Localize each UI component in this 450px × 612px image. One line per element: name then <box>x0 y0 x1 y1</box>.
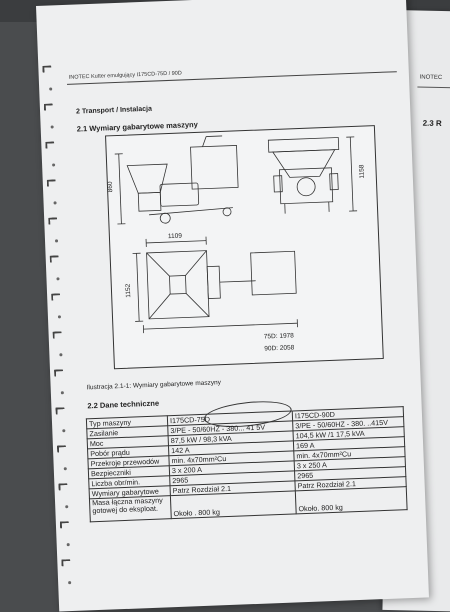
dim-line-1109 <box>146 241 206 243</box>
side-bowl <box>138 192 161 211</box>
top-hopper <box>147 251 209 319</box>
front-side <box>274 176 283 192</box>
binding-hole <box>54 369 63 376</box>
binding-dot <box>58 315 61 318</box>
binding-dot <box>55 239 58 242</box>
binding-dot <box>56 277 59 280</box>
spiral-binding <box>38 65 77 605</box>
side-cabinet <box>191 145 239 189</box>
binding-hole <box>61 559 70 566</box>
binding-hole <box>48 217 57 224</box>
top-hopper-edge <box>186 293 209 318</box>
subsection-title: 2.1 Wymiary gabarytowe maszyny <box>77 120 198 134</box>
top-shaft <box>220 281 256 282</box>
front-hopper <box>273 150 336 178</box>
top-coupling <box>207 266 220 298</box>
side-handle <box>202 137 206 147</box>
top-hopper-edge <box>148 294 171 319</box>
side-frame <box>149 208 233 215</box>
dim-label-1152: 1152 <box>125 283 133 298</box>
binding-dot <box>67 543 70 546</box>
binding-hole <box>50 255 59 262</box>
cell-90d: Około. 800 kg <box>295 487 407 514</box>
manual-page: INOTEC Kutter emulgujący I175CD-75D / 90… <box>36 0 429 612</box>
binding-hole <box>58 483 67 490</box>
top-cabinet <box>251 251 297 295</box>
binding-hole <box>45 141 54 148</box>
front-body <box>279 168 332 204</box>
section-title: 2 Transport / Instalacja <box>76 106 152 116</box>
side-hopper <box>127 164 168 194</box>
tech-data-title: 2.2 Dane techniczne <box>87 399 159 411</box>
binding-hole <box>60 521 69 528</box>
binding-dot <box>52 163 55 166</box>
side-wheel <box>160 213 170 223</box>
front-bowl <box>297 177 316 196</box>
next-page-section-title: 2.3 R <box>423 119 442 128</box>
dim-label-1158: 1158 <box>358 164 366 179</box>
binding-hole <box>51 293 60 300</box>
dim-line-length <box>143 323 297 329</box>
binding-hole <box>42 65 51 72</box>
binding-dot <box>54 201 57 204</box>
dim-label-90d: 90D: 2058 <box>264 344 295 352</box>
front-side <box>330 174 339 190</box>
next-page-header-rule <box>417 86 450 88</box>
side-wheel <box>223 208 231 216</box>
dim-line-1158 <box>350 137 353 211</box>
dim-line-860 <box>119 154 122 224</box>
top-hopper-edge <box>185 251 208 276</box>
dim-label-75d: 75D: 1978 <box>264 332 295 340</box>
next-page-header: INOTEC <box>420 75 443 81</box>
side-motor <box>160 183 199 206</box>
binding-dot <box>62 429 65 432</box>
dim-label-860: 860 <box>107 181 114 192</box>
dim-line-1152 <box>137 253 140 321</box>
binding-dot <box>59 353 62 356</box>
binding-dot <box>51 125 54 128</box>
binding-hole <box>44 103 53 110</box>
dim-label-1109: 1109 <box>168 233 183 241</box>
binding-hole <box>57 445 66 452</box>
tech-data-table: Typ maszyny I175CD-75D I175CD-90D Zasila… <box>86 406 408 522</box>
cell-75d: Około . 800 kg <box>170 491 296 519</box>
binding-hole <box>47 179 56 186</box>
side-handle <box>206 136 222 137</box>
binding-dot <box>49 87 52 90</box>
row-label: Masa łączna maszyny gotowej do eksploat. <box>89 496 171 522</box>
dimension-drawing: 860 1158 1109 1152 75D: 1978 90D: 2058 <box>105 125 384 369</box>
top-grate <box>169 275 186 294</box>
binding-dot <box>64 467 67 470</box>
binding-dot <box>65 505 68 508</box>
binding-dot <box>68 581 71 584</box>
figure-caption: Ilustracja 2.1-1: Wymiary gabarytowe mas… <box>87 379 221 391</box>
binding-hole <box>55 407 64 414</box>
machine-drawing: 860 1158 1109 1152 75D: 1978 90D: 2058 <box>106 126 383 368</box>
binding-dot <box>61 391 64 394</box>
binding-hole <box>53 331 62 338</box>
top-hopper-edge <box>147 252 170 277</box>
